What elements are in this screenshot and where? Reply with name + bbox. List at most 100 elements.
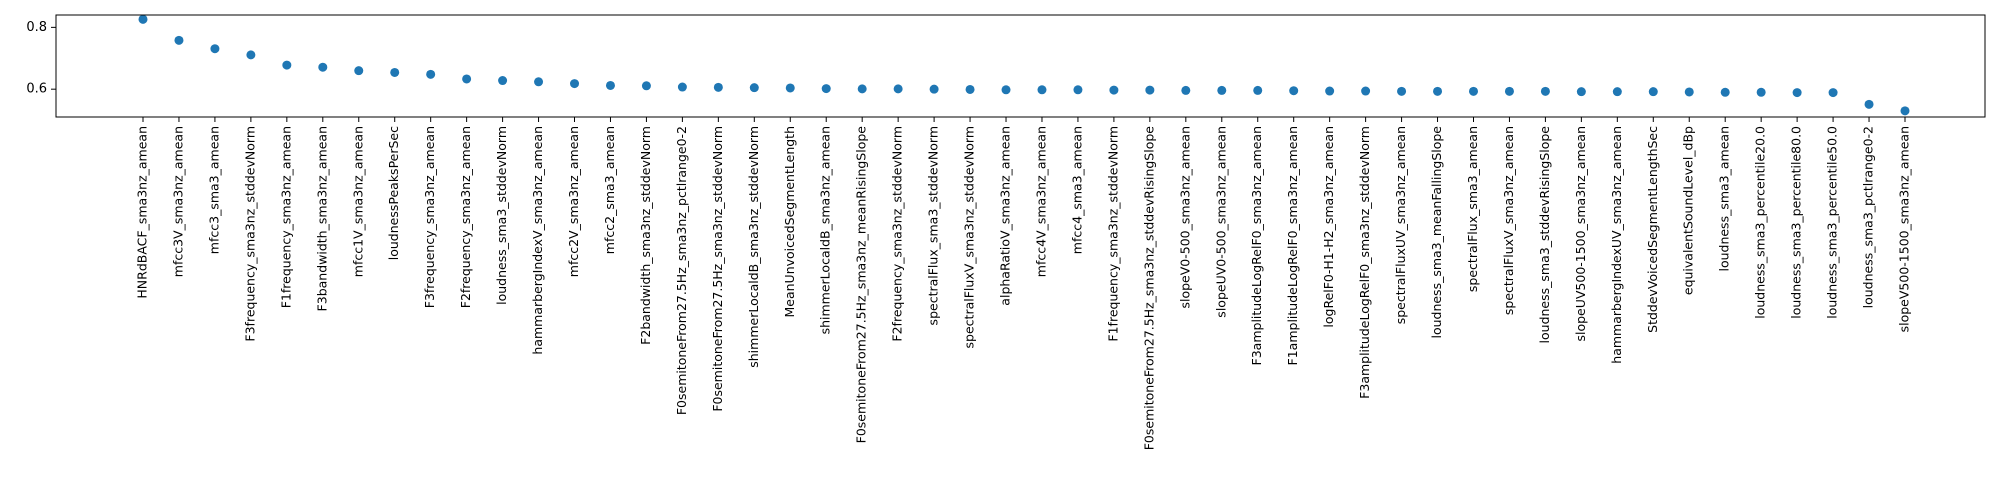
- data-point: [282, 60, 292, 70]
- x-tick-label: shimmerLocaldB_sma3nz_amean: [818, 126, 833, 334]
- x-tick-label: logRelF0-H1-H2_sma3nz_amean: [1321, 126, 1336, 328]
- y-tick-label: 0.6: [26, 82, 47, 97]
- data-point: [246, 50, 256, 60]
- y-axis-ticks: 0.6 0.8: [26, 20, 56, 97]
- x-tick-label: loudness_sma3_percentile50.0: [1825, 126, 1840, 319]
- x-tick-label: F2bandwidth_sma3nz_stddevNorm: [638, 126, 653, 345]
- data-point: [1253, 85, 1263, 95]
- x-tick-label: loudnessPeaksPerSec: [386, 126, 401, 260]
- data-point: [1361, 86, 1371, 96]
- data-point: [1181, 85, 1191, 95]
- x-tick-label: F3amplitudeLogRelF0_sma3nz_stddevNorm: [1357, 126, 1372, 399]
- data-point: [605, 80, 615, 90]
- x-tick-label: loudness_sma3_stddevRisingSlope: [1537, 126, 1552, 344]
- data-point: [1145, 85, 1155, 95]
- x-tick-label: F0semitoneFrom27.5Hz_sma3nz_stddevNorm: [710, 126, 725, 412]
- x-tick-label: F1frequency_sma3nz_stddevNorm: [1105, 126, 1120, 342]
- data-point: [641, 81, 651, 91]
- x-tick-label: hammarbergIndexUV_sma3nz_amean: [1609, 126, 1624, 364]
- x-tick-label: mfcc3V_sma3nz_amean: [170, 126, 185, 277]
- data-point: [1037, 85, 1047, 95]
- data-point: [390, 67, 400, 77]
- x-tick-label: StddevVoicedSegmentLengthSec: [1645, 126, 1660, 333]
- x-tick-label: F3amplitudeLogRelF0_sma3nz_amean: [1249, 126, 1264, 365]
- data-point: [713, 82, 723, 92]
- x-tick-label: mfcc2V_sma3nz_amean: [566, 126, 581, 277]
- data-point: [138, 14, 148, 24]
- data-point: [1756, 87, 1766, 97]
- data-point: [785, 83, 795, 93]
- data-point: [677, 82, 687, 92]
- data-point: [498, 76, 508, 86]
- data-point: [174, 35, 184, 45]
- x-tick-label: slopeUV500-1500_sma3nz_amean: [1573, 126, 1588, 342]
- data-point: [1576, 87, 1586, 97]
- x-tick-label: loudness_sma3_percentile20.0: [1753, 126, 1768, 319]
- x-tick-label: MeanUnvoicedSegmentLength: [782, 126, 797, 318]
- data-point: [1397, 86, 1407, 96]
- x-tick-label: equivalentSoundLevel_dBp: [1681, 126, 1696, 295]
- data-point: [1468, 86, 1478, 96]
- data-points: [138, 14, 1910, 116]
- data-point: [857, 84, 867, 94]
- data-point: [534, 77, 544, 87]
- data-point: [570, 79, 580, 89]
- data-point: [210, 44, 220, 54]
- data-point: [1612, 87, 1622, 97]
- x-tick-label: F2frequency_sma3nz_amean: [458, 126, 473, 308]
- data-point: [1217, 85, 1227, 95]
- x-tick-label: slopeV500-1500_sma3nz_amean: [1897, 126, 1912, 332]
- x-tick-label: loudness_sma3_pctlrange0-2: [1861, 126, 1876, 308]
- data-point: [1109, 85, 1119, 95]
- data-point: [1325, 86, 1335, 96]
- data-point: [1540, 86, 1550, 96]
- x-tick-label: hammarbergIndexV_sma3nz_amean: [530, 126, 545, 355]
- x-tick-label: F3frequency_sma3nz_stddevNorm: [242, 126, 257, 342]
- x-tick-label: shimmerLocaldB_sma3nz_stddevNorm: [746, 126, 761, 368]
- data-point: [1864, 99, 1874, 109]
- x-axis-ticks: HNRdBACF_sma3nz_amean mfcc3V_sma3nz_amean…: [135, 117, 1912, 450]
- data-point: [893, 84, 903, 94]
- x-tick-label: mfcc1V_sma3nz_amean: [350, 126, 365, 277]
- y-tick-label: 0.8: [26, 20, 47, 35]
- x-tick-label: F1amplitudeLogRelF0_sma3nz_amean: [1285, 126, 1300, 365]
- x-tick-label: loudness_sma3_percentile80.0: [1789, 126, 1804, 319]
- x-tick-label: loudness_sma3_amean: [1717, 126, 1732, 272]
- x-tick-label: loudness_sma3_stddevNorm: [494, 126, 509, 305]
- x-tick-label: slopeV0-500_sma3nz_amean: [1177, 126, 1192, 309]
- data-point: [1828, 88, 1838, 98]
- data-point: [1684, 87, 1694, 97]
- x-tick-label: mfcc4_sma3_amean: [1069, 126, 1084, 254]
- x-tick-label: loudness_sma3_meanFallingSlope: [1429, 126, 1444, 339]
- data-point: [462, 74, 472, 84]
- data-point: [965, 84, 975, 94]
- data-point: [318, 62, 328, 72]
- data-point: [749, 83, 759, 93]
- x-tick-label: mfcc4V_sma3nz_amean: [1033, 126, 1048, 277]
- x-tick-label: mfcc3_sma3_amean: [206, 126, 221, 254]
- x-tick-label: F3bandwidth_sma3nz_amean: [314, 126, 329, 311]
- x-tick-label: F0semitoneFrom27.5Hz_sma3nz_meanRisingSl…: [854, 126, 869, 444]
- x-tick-label: F0semitoneFrom27.5Hz_sma3nz_stddevRising…: [1141, 126, 1156, 451]
- x-tick-label: slopeUV0-500_sma3nz_amean: [1213, 126, 1228, 318]
- x-tick-label: F1frequency_sma3nz_amean: [278, 126, 293, 308]
- x-tick-label: HNRdBACF_sma3nz_amean: [135, 126, 150, 299]
- data-point: [1792, 88, 1802, 98]
- x-tick-label: spectralFluxV_sma3nz_amean: [1501, 126, 1516, 315]
- data-point: [821, 84, 831, 94]
- data-point: [1648, 87, 1658, 97]
- x-tick-label: spectralFluxV_sma3nz_stddevNorm: [962, 126, 977, 348]
- plot-area-frame: [55, 14, 1986, 118]
- data-point: [1720, 87, 1730, 97]
- data-point: [426, 69, 436, 79]
- x-tick-label: F0semitoneFrom27.5Hz_sma3nz_pctlrange0-2: [674, 126, 689, 415]
- x-tick-label: spectralFluxUV_sma3nz_amean: [1393, 126, 1408, 324]
- x-tick-label: F3frequency_sma3nz_amean: [422, 126, 437, 308]
- x-tick-label: spectralFlux_sma3_stddevNorm: [926, 126, 941, 325]
- x-tick-label: alphaRatioV_sma3nz_amean: [998, 126, 1013, 306]
- data-point: [1073, 85, 1083, 95]
- x-tick-label: spectralFlux_sma3_amean: [1465, 126, 1480, 292]
- x-tick-label: F2frequency_sma3nz_stddevNorm: [890, 126, 905, 342]
